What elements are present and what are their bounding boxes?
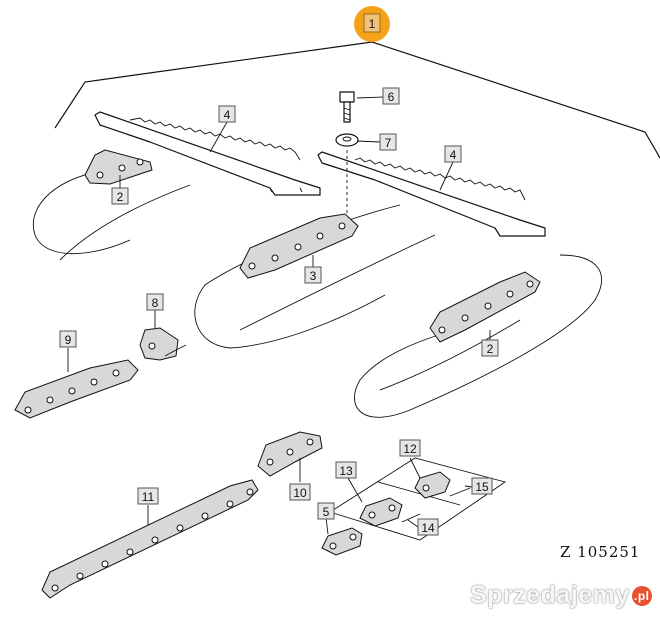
knife-bar-left — [94, 111, 321, 196]
watermark-suffix: .pl — [631, 586, 652, 607]
chain-segment-10 — [257, 431, 323, 477]
callout-4b: 4 — [444, 145, 462, 163]
svg-text:2: 2 — [487, 342, 494, 356]
svg-text:9: 9 — [65, 333, 72, 347]
nut — [335, 133, 359, 147]
svg-text:6: 6 — [388, 90, 395, 104]
svg-text:14: 14 — [421, 521, 435, 535]
svg-text:12: 12 — [403, 442, 417, 456]
callout-9: 9 — [59, 330, 77, 348]
callout-2b: 2 — [481, 339, 499, 357]
chain-link-8 — [139, 327, 187, 361]
svg-text:2: 2 — [117, 190, 124, 204]
svg-text:7: 7 — [385, 136, 392, 150]
callout-13: 13 — [335, 461, 357, 479]
svg-text:4: 4 — [450, 148, 457, 162]
chain-segment-2-top-left — [84, 149, 153, 185]
svg-text:3: 3 — [310, 269, 317, 283]
callout-11: 11 — [137, 487, 159, 505]
watermark: Sprzedajemy.pl — [470, 581, 652, 610]
leader-lines — [67, 96, 491, 535]
callout-5: 5 — [317, 502, 335, 520]
callout-10: 10 — [289, 483, 311, 501]
callout-14: 14 — [417, 518, 439, 536]
svg-text:13: 13 — [339, 464, 353, 478]
kit-box — [328, 457, 507, 541]
callout-6: 6 — [382, 87, 400, 105]
bolt — [339, 91, 355, 123]
chain-segment-11 — [41, 479, 259, 599]
svg-text:5: 5 — [323, 505, 330, 519]
main-callout-label: 1 — [369, 17, 376, 31]
reference-code: Z 105251 — [560, 543, 641, 561]
svg-text:10: 10 — [293, 486, 307, 500]
watermark-text: Sprzedajemy — [470, 581, 630, 609]
assembly-bracket — [54, 41, 660, 159]
callout-8: 8 — [146, 293, 164, 311]
chain-segment-3 — [239, 213, 359, 279]
connecting-link-5 — [321, 527, 363, 556]
kit-link-13 — [359, 497, 421, 527]
svg-text:4: 4 — [224, 108, 231, 122]
knife-bar-right — [317, 151, 546, 237]
svg-text:11: 11 — [142, 490, 155, 504]
kit-link-12 — [414, 471, 471, 499]
callout-4a: 4 — [218, 105, 236, 123]
chain-segment-2-right — [429, 271, 541, 343]
chain-segment-9 — [14, 359, 139, 419]
callout-7: 7 — [379, 133, 397, 151]
callout-15: 15 — [471, 477, 493, 495]
callout-2a: 2 — [111, 187, 129, 205]
callout-3: 3 — [304, 266, 322, 284]
svg-text:15: 15 — [475, 480, 489, 494]
svg-text:8: 8 — [152, 296, 159, 310]
callout-12: 12 — [399, 439, 421, 457]
main-callout-1: 1 — [354, 6, 390, 42]
